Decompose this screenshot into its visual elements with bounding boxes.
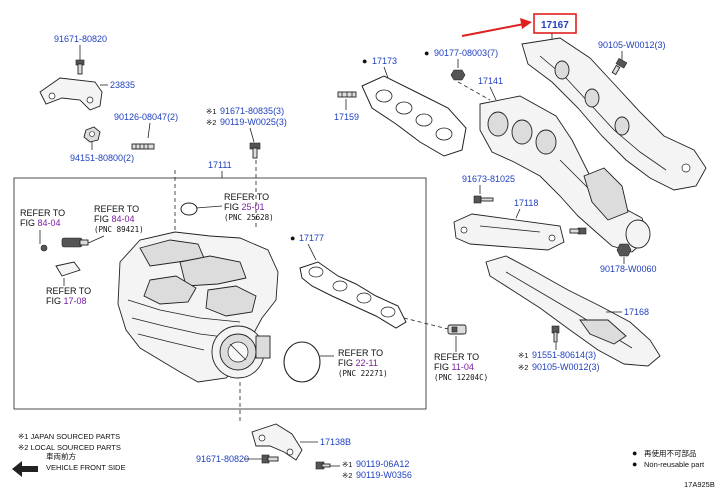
part-label[interactable]: 90105-W0012(3)	[598, 40, 666, 50]
bracket-clip-icon	[55, 261, 81, 277]
highlight-arrow	[461, 23, 525, 37]
front-arrow-icon	[12, 461, 38, 477]
bracket-17118	[453, 213, 565, 251]
part-label[interactable]: 90178-W0060	[600, 264, 657, 274]
intake-manifold	[117, 231, 279, 383]
bracket-17138b	[251, 423, 303, 461]
stud-icon	[337, 91, 357, 98]
part-label[interactable]: 90119-06A12	[356, 459, 409, 469]
bolt-icon	[611, 57, 628, 76]
pnc-89421: (PNC 89421)	[94, 225, 144, 234]
part-label-17167[interactable]: 17167	[541, 20, 569, 31]
part-label[interactable]: 90126-08047(2)	[114, 112, 178, 122]
nut-icon	[616, 243, 632, 257]
local-mark: ※2	[342, 471, 352, 480]
bolt-icon	[569, 227, 587, 235]
heat-insulator-17167	[521, 37, 707, 191]
refer-fig-17-08[interactable]: FIG 17-08	[46, 296, 87, 306]
bolt-icon	[551, 325, 560, 343]
non-reusable-en: Non-reusable part	[644, 460, 705, 469]
part-label[interactable]: 17141	[478, 76, 503, 86]
intake-manifold-group-box	[13, 177, 427, 410]
legend-japan-sourced: ※1 JAPAN SOURCED PARTS	[18, 432, 120, 441]
part-label[interactable]: 17138B	[320, 437, 351, 447]
part-label[interactable]: 90119-W0356	[356, 470, 412, 480]
part-label[interactable]: 90119-W0025(3)	[220, 117, 287, 127]
refer-fig-11-04[interactable]: FIG 11-04	[434, 362, 474, 372]
part-label[interactable]: 17118	[514, 198, 538, 208]
refer-fig-84-04-a[interactable]: FIG 84-04	[20, 218, 61, 228]
part-label[interactable]: 17177	[299, 233, 324, 243]
exhaust-manifold-17141	[479, 95, 651, 253]
part-label[interactable]: 91671-80820	[196, 454, 249, 464]
nut-icon	[83, 126, 101, 143]
part-label[interactable]: 17173	[372, 56, 397, 66]
bracket-23835	[39, 77, 103, 111]
part-label[interactable]: 91671-80835(3)	[220, 106, 284, 116]
refer-fig-84-04-b[interactable]: FIG 84-04	[94, 214, 135, 224]
refer-to-label: REFER TO	[434, 352, 479, 362]
legend-dot: ●	[632, 459, 637, 469]
bolt-head-icon	[40, 244, 48, 252]
refer-to-label: REFER TO	[224, 192, 269, 202]
japan-mark: ※1	[206, 107, 216, 116]
part-label[interactable]: 17159	[334, 112, 359, 122]
local-mark: ※2	[206, 118, 216, 127]
part-label[interactable]: 94151-80800(2)	[70, 153, 134, 163]
arrow-head-icon	[520, 18, 532, 29]
part-label[interactable]: 17168	[624, 307, 649, 317]
pnc-25628: (PNC 25628)	[224, 213, 274, 222]
pnc-12204c: (PNC 12204C)	[434, 373, 488, 382]
refer-fig-22-11[interactable]: FIG 22-11	[338, 358, 378, 368]
front-label-en: VEHICLE FRONT SIDE	[46, 463, 125, 472]
exhaust-gasket-17173	[361, 75, 467, 157]
legend-local-sourced: ※2 LOCAL SOURCED PARTS	[18, 443, 121, 452]
part-label[interactable]: 91551-80614(3)	[532, 350, 596, 360]
bolt-icon	[261, 454, 279, 464]
refer-to-label: REFER TO	[94, 204, 139, 214]
part-label[interactable]: 23835	[110, 80, 135, 90]
refer-to-label: REFER TO	[46, 286, 91, 296]
front-label-cn: 車両前方	[46, 451, 76, 461]
non-reusable-dot: ●	[424, 48, 429, 58]
intake-gasket-17177	[299, 261, 407, 329]
non-reusable-cn: 再使用不可部品	[644, 448, 697, 458]
highlight-box	[533, 13, 577, 34]
non-reusable-dot: ●	[362, 56, 367, 66]
pnc-22271: (PNC 22271)	[338, 369, 388, 378]
bolt-icon	[473, 195, 494, 204]
bolt-icon	[249, 142, 261, 159]
pcv-fitting-icon	[447, 324, 467, 335]
throttle-gasket-ring	[283, 341, 321, 383]
part-label[interactable]: 90177-08003(7)	[434, 48, 498, 58]
refer-fig-25-01[interactable]: FIG 25-01	[224, 202, 265, 212]
part-label[interactable]: 17111	[208, 160, 232, 170]
japan-mark: ※1	[342, 460, 352, 469]
stud-icon	[131, 143, 155, 150]
sensor-icon	[61, 237, 89, 248]
part-label[interactable]: 91671-80820	[54, 34, 107, 44]
bolt-icon	[315, 461, 331, 470]
non-reusable-dot: ●	[290, 233, 295, 243]
nut-icon	[450, 69, 466, 81]
refer-to-label: REFER TO	[338, 348, 383, 358]
part-label[interactable]: 91673-81025	[462, 174, 515, 184]
part-label[interactable]: 90105-W0012(3)	[532, 362, 600, 372]
heat-insulator-17168	[485, 255, 661, 367]
local-mark: ※2	[518, 363, 528, 372]
gasket-ring	[180, 202, 198, 216]
refer-to-label: REFER TO	[20, 208, 65, 218]
bolt-icon	[75, 59, 85, 75]
legend-dot: ●	[632, 448, 637, 458]
diagram-id: 17A925B	[684, 480, 715, 489]
japan-mark: ※1	[518, 351, 528, 360]
